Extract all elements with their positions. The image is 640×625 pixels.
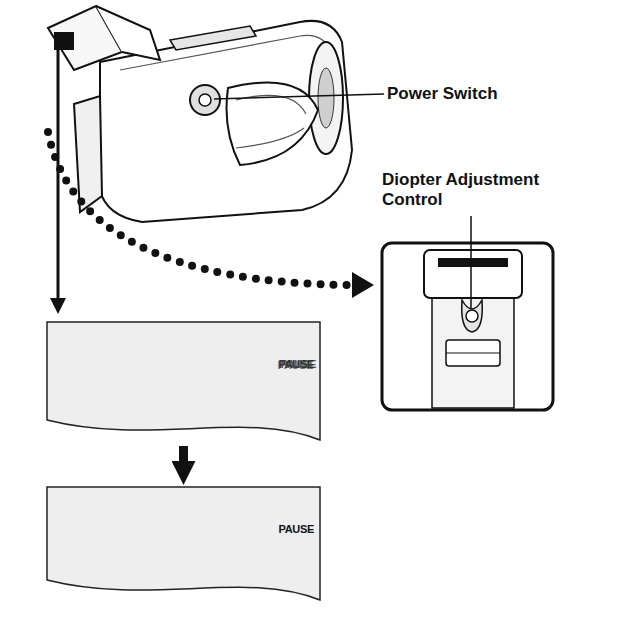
display-text: PAUSE	[278, 523, 314, 535]
diopter-recess	[462, 300, 483, 332]
viewfinder-body	[432, 292, 514, 408]
arrow-head	[352, 272, 374, 298]
lcd-panel	[74, 96, 102, 212]
power-switch	[190, 85, 220, 115]
top-controls	[170, 26, 256, 50]
display-outline	[47, 322, 320, 442]
part-name: Diopter Adjustment Control	[380, 170, 574, 211]
leader-line	[470, 216, 472, 308]
arrow-head	[50, 298, 66, 314]
sequence-arrow	[179, 446, 188, 461]
viewfinder-display: PAUSE	[47, 487, 320, 602]
dotted-arrow	[48, 132, 350, 285]
eyecup-slit	[438, 258, 508, 267]
strap-detail	[236, 128, 304, 148]
viewfinder-tube	[96, 6, 160, 60]
diopter-knob	[466, 310, 478, 322]
viewfinder-display: PAUSE	[47, 322, 320, 442]
viewfinder-detail	[446, 340, 500, 366]
switch-knob	[199, 94, 211, 106]
leader-line	[214, 94, 384, 99]
lens-barrel	[309, 42, 343, 154]
display-screen	[47, 487, 320, 600]
viewfinder-detail	[446, 353, 500, 354]
display-text: PAUSE	[278, 358, 314, 370]
display-outline	[47, 487, 320, 602]
display-screen	[47, 322, 320, 440]
hand-strap	[227, 82, 319, 165]
part-name: Power Switch	[385, 84, 500, 104]
eyecup	[424, 250, 522, 298]
inset-frame	[382, 243, 553, 410]
lens-glass	[318, 68, 334, 128]
